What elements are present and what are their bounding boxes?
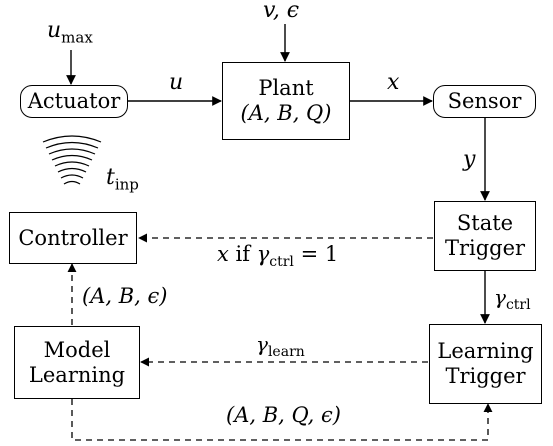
state-trigger-box: State Trigger bbox=[434, 201, 536, 271]
bottom-feedback-path bbox=[71, 399, 493, 441]
controller-label: Controller bbox=[18, 225, 128, 250]
controller-box: Controller bbox=[9, 212, 137, 264]
state-trigger-line1: State bbox=[456, 211, 514, 236]
wireless-signal-icon bbox=[42, 135, 102, 185]
full-params-label: (A, B, Q, ϵ) bbox=[226, 403, 341, 427]
u-label: u bbox=[169, 70, 184, 95]
model-learning-line2: Learning bbox=[28, 362, 126, 387]
x-if-gamma-ctrl-label: x if γctrl = 1 bbox=[217, 242, 339, 271]
gamma-ctrl-label: γctrl bbox=[494, 285, 531, 313]
actuator-box: Actuator bbox=[20, 85, 128, 118]
learning-trigger-box: Learning Trigger bbox=[429, 324, 542, 404]
x-label: x bbox=[387, 70, 400, 95]
y-label: y bbox=[463, 147, 476, 172]
learning-trigger-line2: Trigger bbox=[445, 364, 526, 388]
sensor-box: Sensor bbox=[433, 85, 536, 118]
state-trigger-line2: Trigger bbox=[444, 236, 526, 260]
model-learning-line1: Model bbox=[43, 337, 111, 362]
sensor-label: Sensor bbox=[447, 89, 522, 114]
plant-params: (A, B, Q) bbox=[240, 101, 332, 125]
umax-label: umax bbox=[47, 18, 93, 47]
model-learning-box: Model Learning bbox=[14, 326, 140, 399]
disturbance-label: v, ϵ bbox=[263, 0, 300, 23]
gamma-learn-label: γlearn bbox=[256, 332, 305, 360]
plant-box: Plant (A, B, Q) bbox=[222, 62, 350, 140]
plant-title: Plant bbox=[258, 76, 314, 101]
t-inp-label: tinp bbox=[106, 165, 139, 194]
model-params-label: (A, B, ϵ) bbox=[82, 284, 168, 308]
actuator-label: Actuator bbox=[27, 89, 121, 114]
learning-trigger-line1: Learning bbox=[437, 339, 534, 364]
